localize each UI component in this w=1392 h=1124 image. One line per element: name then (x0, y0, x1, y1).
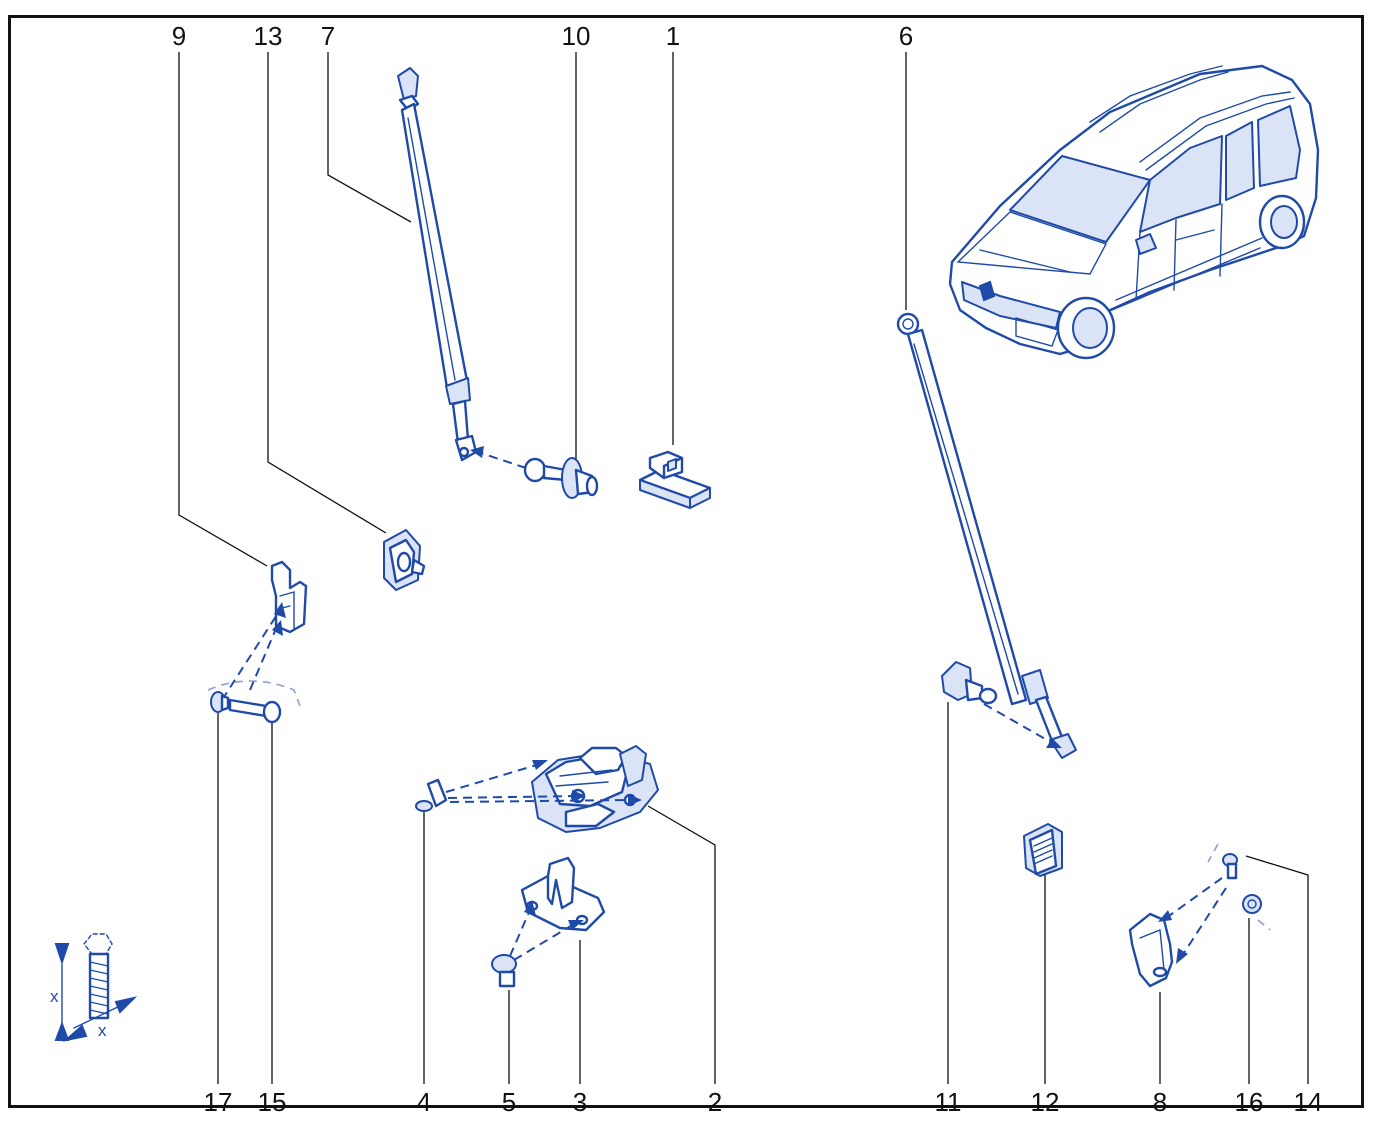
callout-12: 12 (1031, 875, 1060, 1117)
part-9-bracket (270, 560, 308, 634)
part-1-switch (638, 450, 712, 509)
callout-7-label: 7 (321, 21, 335, 51)
callout-8: 8 (1153, 992, 1167, 1117)
callout-13: 13 (254, 21, 387, 534)
dimension-label-vertical: x (50, 987, 59, 1006)
part-8-bracket (1128, 912, 1174, 988)
callout-9: 9 (172, 21, 268, 567)
callout-1-label: 1 (666, 21, 680, 51)
torque-detail: x x (50, 933, 138, 1042)
callout-4: 4 (417, 812, 431, 1117)
part-13-clip (383, 529, 426, 591)
part-4-screw (415, 760, 642, 812)
part-12-buffer (1023, 823, 1063, 877)
part-3-striker (520, 856, 606, 932)
part-5-bolt (491, 900, 584, 988)
part-17-15-bolt-group (207, 602, 301, 724)
callout-4-label: 4 (417, 1087, 431, 1117)
callout-12-label: 12 (1031, 1087, 1060, 1117)
callout-16: 16 (1235, 918, 1264, 1117)
callout-16-label: 16 (1235, 1087, 1264, 1117)
callout-15: 15 (258, 720, 287, 1117)
part-11-ball-stud (941, 661, 1062, 748)
part-7-gas-strut (397, 67, 478, 462)
callout-3-label: 3 (573, 1087, 587, 1117)
callout-14-label: 14 (1294, 1087, 1323, 1117)
part-14-16-fasteners (1158, 843, 1271, 964)
dimension-label-horizontal: x (98, 1021, 107, 1040)
callout-17: 17 (204, 712, 233, 1117)
callout-5-label: 5 (502, 1087, 516, 1117)
callout-3: 3 (573, 940, 587, 1117)
part-6-gas-strut (896, 312, 1077, 759)
callout-11: 11 (935, 702, 962, 1117)
callout-1: 1 (666, 21, 680, 445)
callout-17-label: 17 (204, 1087, 233, 1117)
callout-9-label: 9 (172, 21, 186, 51)
callout-13-label: 13 (254, 21, 283, 51)
callout-7: 7 (321, 21, 412, 223)
callout-11-label: 11 (935, 1087, 962, 1117)
part-2-lock (531, 745, 659, 833)
callout-2: 2 (647, 805, 722, 1117)
vehicle-illustration (948, 64, 1320, 360)
callout-10: 10 (562, 21, 591, 460)
callout-14: 14 (1245, 855, 1323, 1117)
callout-6: 6 (899, 21, 913, 310)
callout-8-label: 8 (1153, 1087, 1167, 1117)
part-10-ball-stud (470, 446, 599, 499)
callout-2-label: 2 (708, 1087, 722, 1117)
callout-5: 5 (502, 990, 516, 1117)
callout-6-label: 6 (899, 21, 913, 51)
callout-15-label: 15 (258, 1087, 287, 1117)
callout-10-label: 10 (562, 21, 591, 51)
